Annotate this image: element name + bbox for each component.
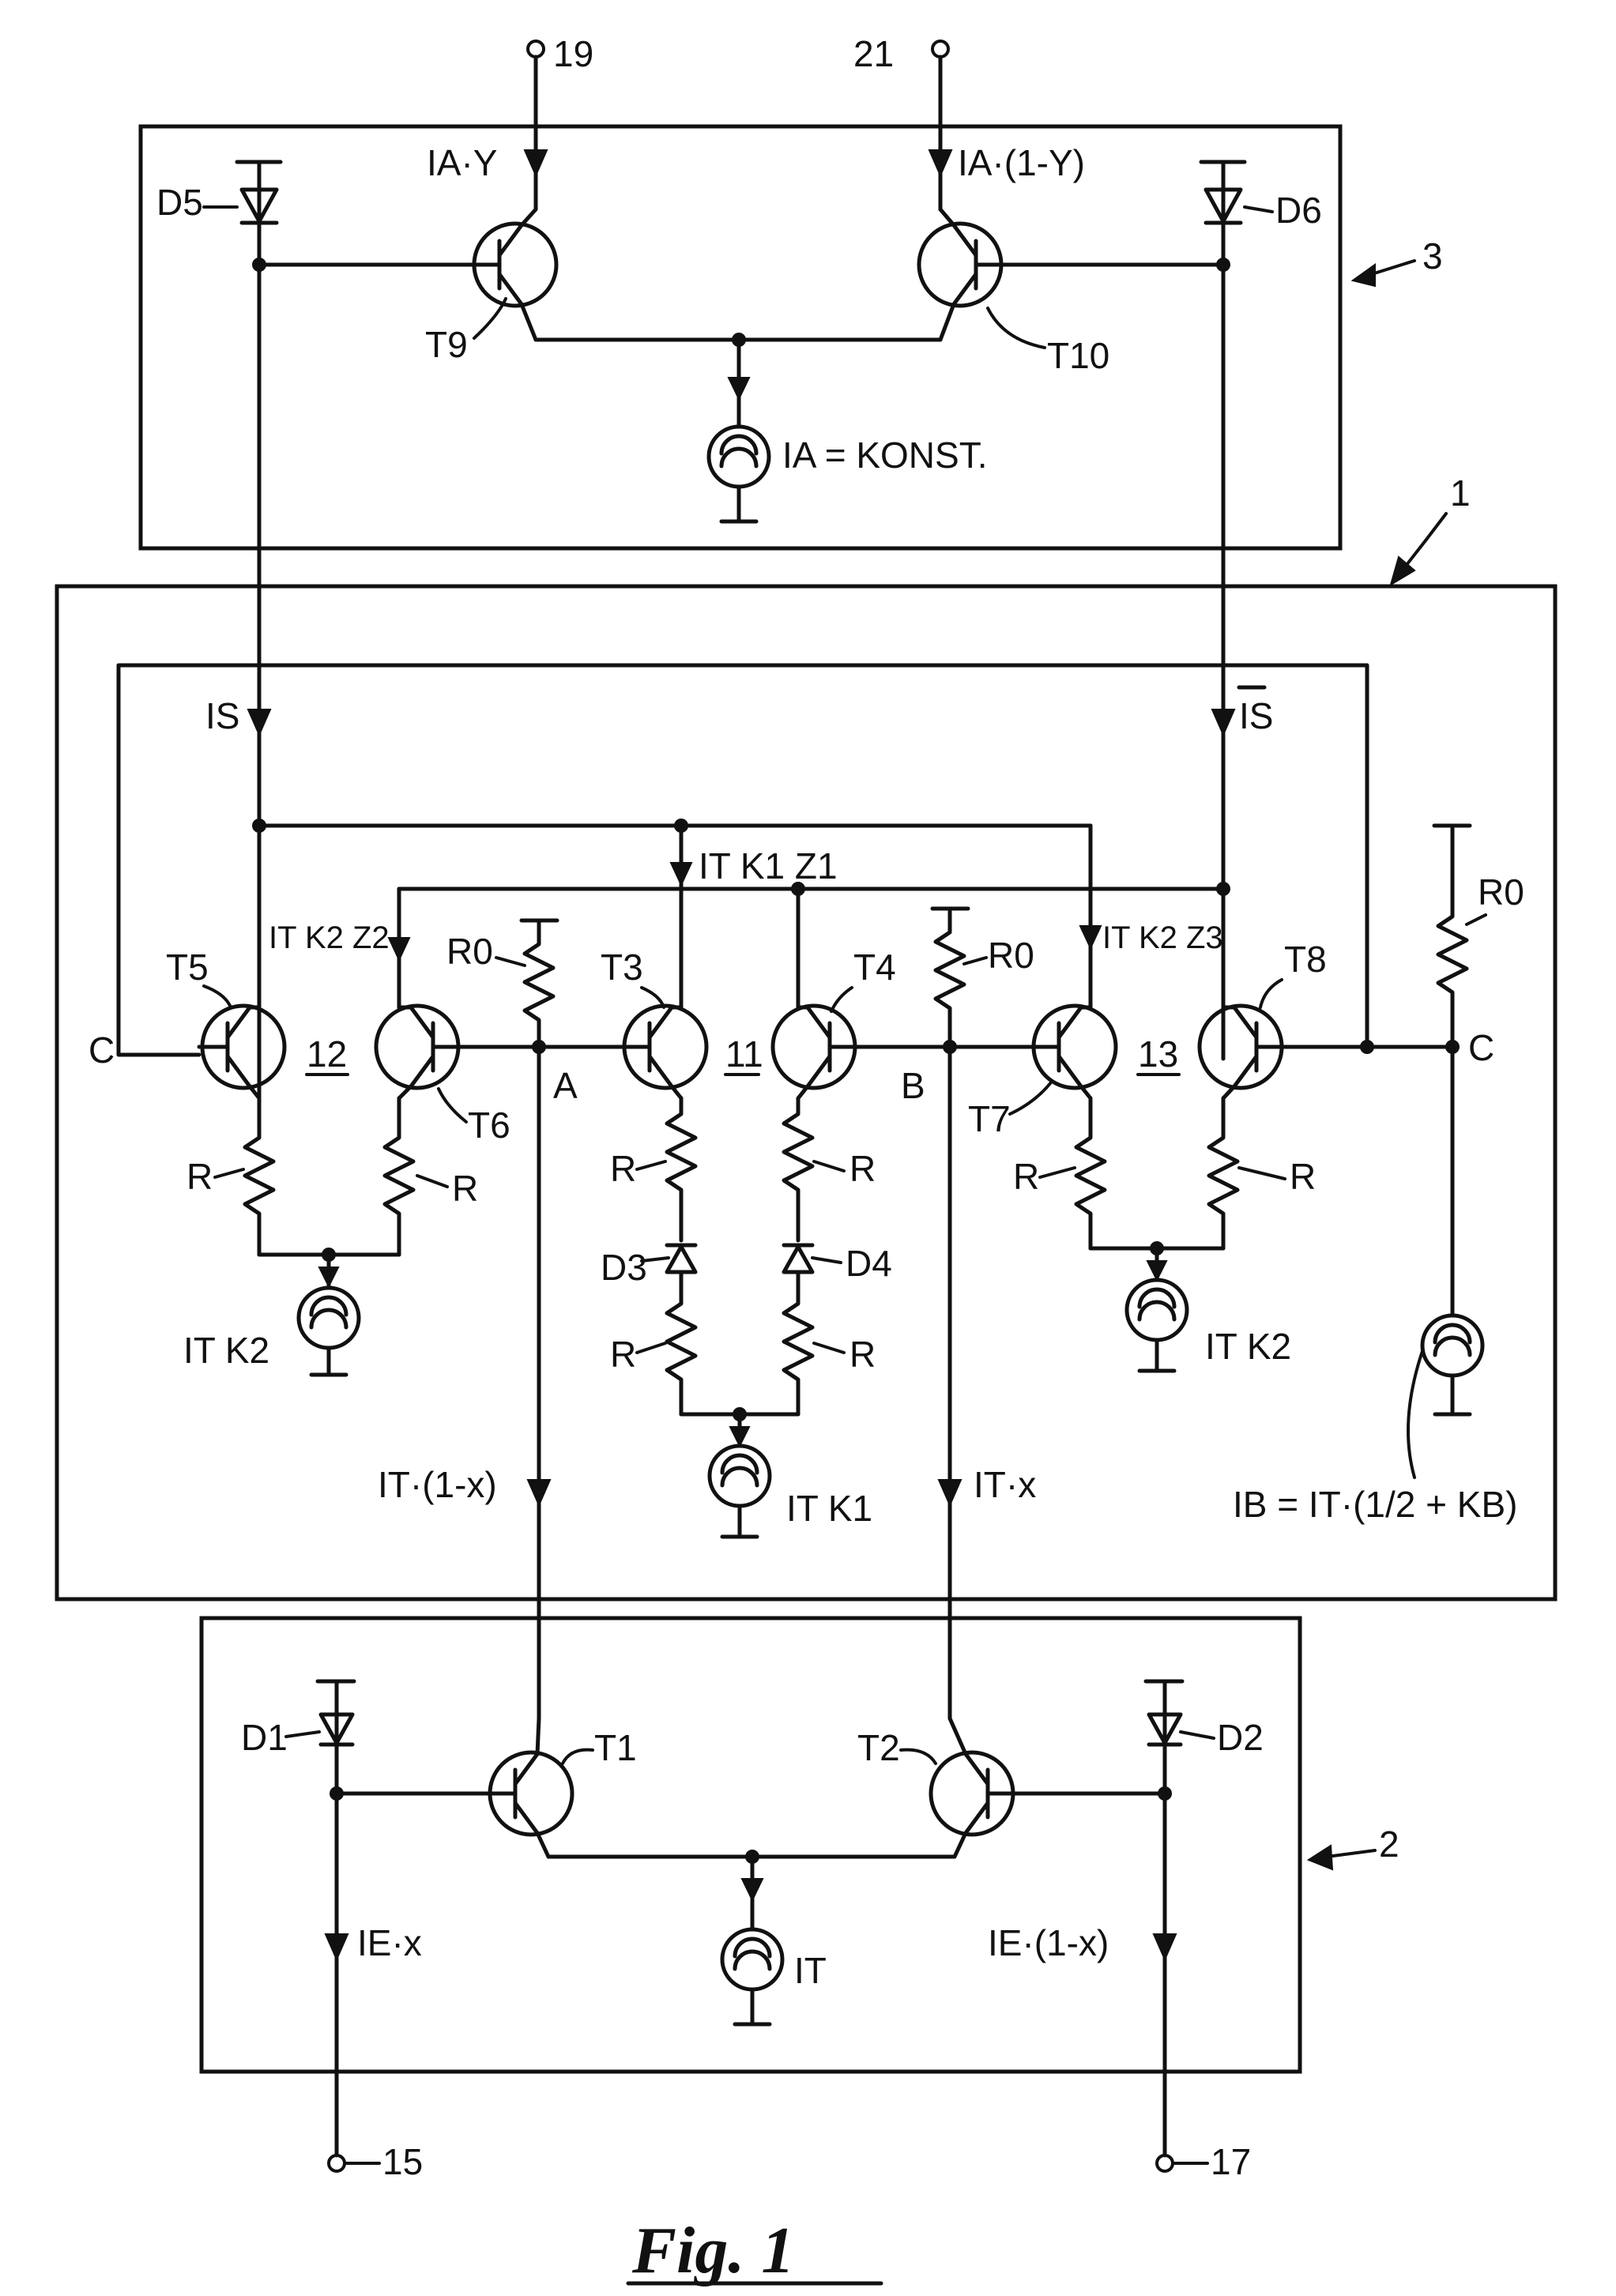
node-c-right-label: C (1468, 1027, 1494, 1068)
current-is-bar: IS (1239, 695, 1273, 736)
current-itk1z1: IT K1 Z1 (699, 845, 838, 886)
resistor-r-label-4: R (849, 1148, 876, 1189)
current-source-itk2-left (299, 1288, 359, 1348)
diode-d6-label: D6 (1275, 190, 1322, 231)
transistor-t8-label: T8 (1284, 939, 1327, 980)
current-itk2z2: IT K2 Z2 (269, 920, 390, 955)
terminal-19[interactable] (526, 40, 545, 58)
diode-d3 (665, 1244, 698, 1274)
current-it: IT (794, 1950, 827, 1991)
current-ie-1x: IE·(1-x) (988, 1922, 1109, 1963)
resistor-r-label-6: R (849, 1334, 876, 1375)
current-source-ia (709, 427, 769, 487)
diode-d2-label: D2 (1217, 1717, 1264, 1758)
node-a-label: A (553, 1065, 578, 1106)
resistor-r-label-2: R (452, 1168, 478, 1209)
current-ia-y: IA·Y (427, 142, 497, 183)
diode-d1-label: D1 (241, 1717, 288, 1758)
block-1-label: 1 (1450, 472, 1471, 514)
terminal-17-label: 17 (1211, 2141, 1251, 2182)
transistor-t4-label: T4 (853, 947, 896, 988)
current-source-ib (1422, 1315, 1482, 1376)
current-ia-const: IA = KONST. (782, 435, 988, 476)
stage-11-label: 11 (725, 1033, 763, 1075)
current-itk2-right: IT K2 (1205, 1326, 1291, 1367)
current-is: IS (205, 695, 239, 736)
terminal-15-label: 15 (382, 2141, 423, 2182)
resistor-r0-c-label: R0 (1478, 871, 1524, 913)
terminal-21[interactable] (931, 40, 950, 58)
transistor-t5-label: T5 (166, 947, 209, 988)
figure-caption: Fig. 1 (631, 2214, 794, 2287)
resistor-t6 (382, 1096, 416, 1257)
terminal-17[interactable] (1155, 2154, 1174, 2173)
resistor-r-label-8: R (1290, 1156, 1316, 1197)
transistor-t10-label: T10 (1047, 335, 1109, 376)
current-itk2-left: IT K2 (183, 1330, 269, 1371)
block-3-box (138, 124, 1343, 551)
current-source-it (722, 1929, 782, 1989)
transistor-t2-label: T2 (857, 1727, 900, 1768)
diode-d4-label: D4 (846, 1243, 892, 1284)
node-b-label: B (901, 1065, 925, 1106)
stage-13-label: 13 (1138, 1033, 1178, 1075)
node-c-left-label: C (89, 1029, 115, 1071)
resistor-t8 (1207, 1096, 1240, 1251)
block-2-label: 2 (1379, 1824, 1399, 1865)
resistor-t7 (1074, 1096, 1107, 1251)
resistor-t3-upper (665, 1096, 698, 1243)
transistor-t9-label: T9 (425, 324, 468, 365)
current-itk2z3: IT K2 Z3 (1102, 920, 1223, 955)
resistor-r-label-3: R (610, 1148, 636, 1189)
resistor-t5 (243, 1096, 276, 1257)
stage-12-label: 12 (307, 1033, 347, 1075)
transistor-t7-label: T7 (968, 1098, 1011, 1139)
resistor-r0-a-label: R0 (446, 931, 493, 972)
current-ia-1y: IA·(1-Y) (958, 142, 1085, 183)
transistor-t1-label: T1 (594, 1727, 637, 1768)
resistor-r-label-1: R (186, 1156, 213, 1197)
resistor-t4-upper (782, 1096, 815, 1243)
resistor-t3-lower (665, 1270, 698, 1417)
current-it-1x: IT·(1-x) (378, 1464, 497, 1505)
resistor-r-label-7: R (1013, 1156, 1039, 1197)
block-3-label: 3 (1422, 235, 1443, 277)
terminal-15[interactable] (327, 2154, 346, 2173)
diode-d5-label: D5 (156, 182, 203, 223)
current-itk1: IT K1 (786, 1488, 872, 1529)
resistor-r0-a (522, 918, 556, 1049)
transistor-t6-label: T6 (468, 1105, 510, 1146)
current-source-itk1 (710, 1446, 770, 1506)
current-ie-x: IE·x (357, 1922, 422, 1963)
terminal-21-label: 21 (853, 33, 894, 74)
terminal-19-label: 19 (553, 33, 593, 74)
current-it-x: IT·x (974, 1464, 1036, 1505)
block-1-box (55, 584, 1558, 1602)
resistor-r-label-5: R (610, 1334, 636, 1375)
current-source-itk2-right (1127, 1280, 1187, 1340)
resistor-r0-c (1436, 823, 1469, 1049)
resistor-r0-b-label: R0 (988, 935, 1034, 976)
resistor-r0-b (933, 906, 966, 1049)
diode-d4 (782, 1244, 815, 1274)
diode-d3-label: D3 (601, 1247, 647, 1288)
current-ib: IB = IT·(1/2 + KB) (1233, 1484, 1517, 1525)
resistor-t4-lower (782, 1270, 815, 1417)
block-2-box (199, 1616, 1302, 2074)
transistor-t3-label: T3 (601, 947, 643, 988)
